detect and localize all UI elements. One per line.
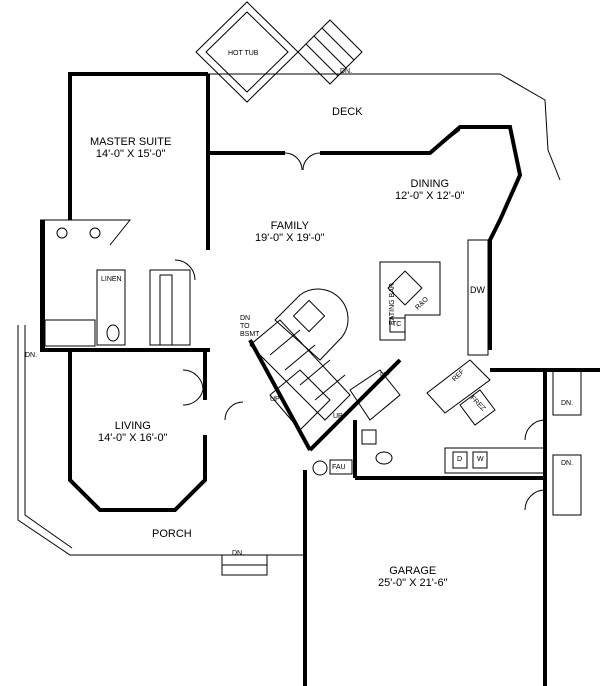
furnace-label: FAU	[332, 464, 346, 471]
hot-tub-label: HOT TUB	[228, 50, 259, 57]
garage-stairs-down-label: DN.	[561, 460, 574, 467]
deck-stairs	[297, 19, 363, 85]
deck-label: DECK	[332, 106, 363, 118]
dining-size: 12'-0" X 12'-0"	[395, 190, 465, 202]
garage-stairs-down-label: DN.	[561, 400, 574, 407]
refrigerator	[426, 359, 491, 414]
family-name: FAMILY	[270, 220, 309, 232]
master-suite-name: MASTER SUITE	[90, 136, 172, 148]
stairs-up-label: UP	[333, 413, 343, 420]
living-wall	[68, 350, 207, 512]
linen-label: LINEN	[101, 276, 122, 283]
deck-stairs-down-label: DN.	[340, 68, 353, 75]
garage-size: 25'-0" X 21'-6"	[378, 577, 448, 589]
deck-railing	[208, 73, 561, 181]
porch-railing	[17, 325, 305, 556]
stairs-up-label: UP	[270, 396, 280, 403]
dining-name: DINING	[410, 178, 450, 190]
french-door	[284, 152, 321, 171]
dryer-label: D	[457, 456, 463, 463]
living-size: 14'-0" X 16'-0"	[98, 432, 168, 444]
family-size: 19'-0" X 19'-0"	[255, 232, 325, 244]
trash-compactor-label: TC	[392, 321, 402, 328]
living-name: LIVING	[114, 420, 151, 432]
garage-name: GARAGE	[389, 565, 437, 577]
porch-stairs-down-label: DN.	[232, 550, 245, 557]
left-stairs-down-label: DN.	[25, 352, 38, 359]
dishwasher-label: DW	[470, 285, 485, 295]
kitchen-counter	[467, 239, 489, 356]
dining-wall	[320, 125, 523, 350]
staircase	[248, 288, 402, 452]
eating-bar-label: EATING BAR	[388, 283, 396, 325]
washer-label: W	[477, 456, 484, 463]
porch-label: PORCH	[152, 528, 192, 540]
master-suite-size: 14'-0" X 15'-0"	[95, 148, 166, 160]
master-suite-wall	[68, 72, 208, 220]
stairs-up-label: UP	[380, 372, 390, 379]
eating-bar	[379, 261, 441, 341]
